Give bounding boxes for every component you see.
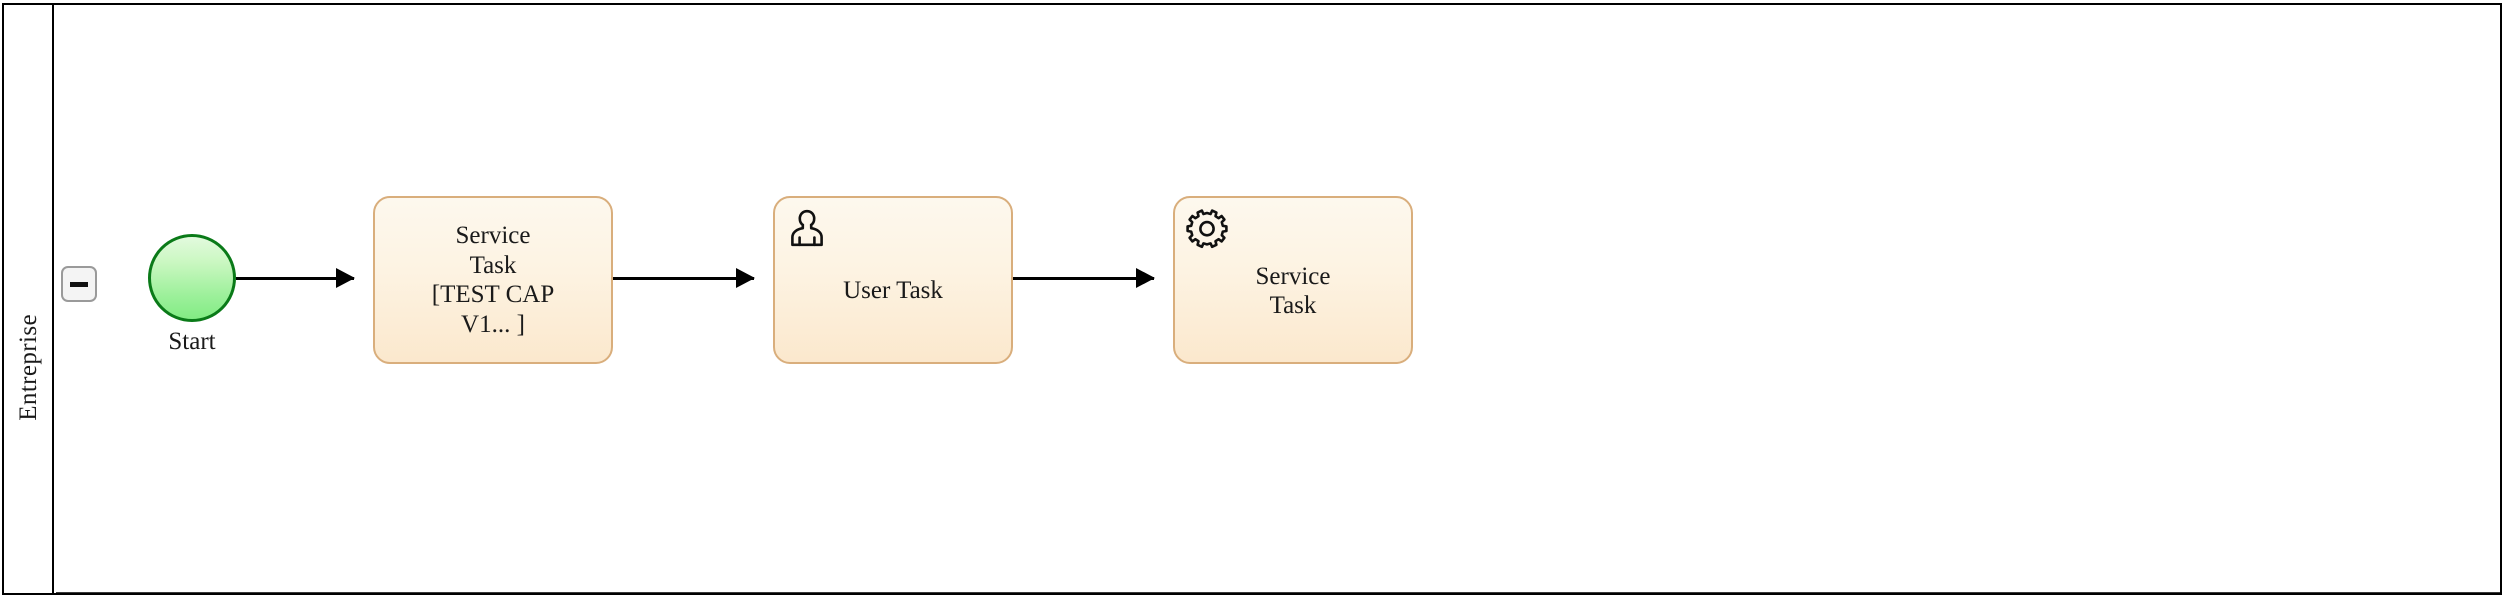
- lane-body: [56, 5, 2500, 593]
- user-task[interactable]: User Task: [773, 196, 1013, 364]
- service-task-2-label: Service Task: [1175, 198, 1411, 362]
- minus-icon: [70, 281, 88, 287]
- service-task-1-label: Service Task [TEST CAP V1... ]: [375, 198, 611, 362]
- task-line: [TEST CAP: [431, 281, 555, 308]
- start-event-label: Start: [168, 328, 216, 355]
- arrowhead-icon: [736, 268, 755, 288]
- sequence-flow-service-task-1-to-user-task[interactable]: [613, 268, 755, 288]
- task-line: Task: [469, 251, 517, 279]
- arrowhead-icon: [1136, 268, 1155, 288]
- sequence-flow-user-task-to-service-task-2[interactable]: [1013, 268, 1155, 288]
- lane-collapse-button[interactable]: [61, 266, 97, 302]
- task-line: Service: [455, 222, 531, 249]
- user-task-label: User Task: [775, 198, 1011, 362]
- service-task-2[interactable]: Service Task: [1173, 196, 1413, 364]
- task-line: Service: [1255, 262, 1331, 290]
- service-task-1[interactable]: Service Task [TEST CAP V1... ]: [373, 196, 613, 364]
- lane-title: Entreprise: [4, 5, 54, 593]
- user-icon: [785, 206, 829, 250]
- sequence-flow-start-to-service-task-1[interactable]: [236, 268, 355, 288]
- lane-header: Entreprise: [4, 5, 54, 593]
- task-line: V1... ]: [461, 310, 525, 338]
- task-line: User Task: [843, 277, 943, 305]
- arrowhead-icon: [336, 268, 355, 288]
- start-event[interactable]: [148, 234, 236, 322]
- task-line: Task: [1269, 292, 1317, 319]
- lane-title-text: Entreprise: [15, 313, 42, 421]
- gear-icon: [1185, 206, 1229, 250]
